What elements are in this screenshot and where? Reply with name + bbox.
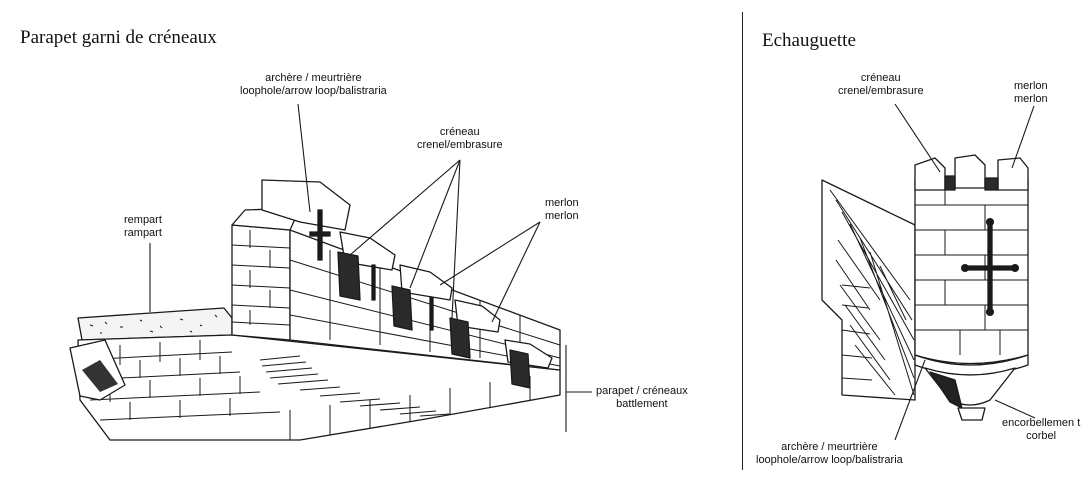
left-panel-title: Parapet garni de créneaux bbox=[20, 27, 217, 48]
leader-merlon-1 bbox=[439, 221, 541, 286]
label-parapet: parapet / créneaux battlement bbox=[596, 385, 688, 411]
label-merlon-left-fr: merlon bbox=[545, 197, 579, 209]
label-parapet-en: battlement bbox=[616, 398, 668, 410]
rampart-walkway-texture bbox=[89, 314, 218, 334]
label-archere-right: archère / meurtrière loophole/arrow loop… bbox=[756, 441, 903, 467]
merlon-1 bbox=[261, 179, 351, 231]
label-creneau-left: créneau crenel/embrasure bbox=[417, 126, 503, 152]
bartizan-wall bbox=[821, 179, 916, 401]
turret-merlon-3 bbox=[997, 157, 1029, 191]
label-archere-right-fr: archère / meurtrière bbox=[781, 441, 878, 453]
leader-turret-archere bbox=[894, 359, 926, 441]
cross-arrow-loop-end-right bbox=[1010, 263, 1020, 273]
label-archere-left: archère / meurtrière loophole/arrow loop… bbox=[240, 72, 387, 98]
label-creneau-right-fr: créneau bbox=[860, 72, 901, 84]
turret-merlon-1 bbox=[914, 157, 946, 191]
crenel-opening-2 bbox=[391, 285, 413, 331]
parapet-tower-courses bbox=[231, 230, 291, 326]
label-creneau-right: créneau crenel/embrasure bbox=[838, 72, 924, 98]
label-rempart: rempart rampart bbox=[124, 214, 162, 240]
lower-wall-courses bbox=[79, 340, 281, 421]
label-rempart-en: rampart bbox=[124, 227, 162, 239]
label-encorbellement-fr: encorbellemen t bbox=[1002, 417, 1081, 429]
turret-merlon-2 bbox=[954, 154, 986, 189]
leader-archere bbox=[297, 103, 311, 213]
label-merlon-right-fr: merlon bbox=[1014, 80, 1048, 92]
right-panel-title: Echauguette bbox=[762, 30, 856, 51]
crenel-opening-1 bbox=[337, 251, 361, 301]
label-archere-left-en: loophole/arrow loop/balistraria bbox=[240, 85, 387, 97]
crenel-opening-3 bbox=[449, 317, 471, 359]
label-rempart-fr: rempart bbox=[124, 214, 162, 226]
label-merlon-right-en: merlon bbox=[1014, 93, 1048, 105]
panel-divider bbox=[742, 12, 744, 470]
label-creneau-left-fr: créneau bbox=[439, 126, 480, 138]
corner-stone-shade bbox=[82, 360, 118, 392]
leader-creneau-1 bbox=[349, 159, 461, 256]
arrow-loop-1 bbox=[309, 209, 331, 261]
turret-body bbox=[914, 179, 1029, 365]
label-merlon-right: merlon merlon bbox=[1014, 80, 1048, 106]
turret-crenel-1 bbox=[944, 175, 956, 191]
leader-turret-creneau bbox=[894, 103, 941, 173]
label-merlon-left: merlon merlon bbox=[545, 197, 579, 223]
cross-arrow-loop-end-bottom bbox=[985, 307, 995, 317]
cross-arrow-loop-end-left bbox=[960, 263, 970, 273]
label-parapet-fr: parapet / créneaux bbox=[596, 385, 688, 397]
turret-crenel-2 bbox=[984, 177, 999, 191]
leader-encorbellement bbox=[994, 399, 1036, 419]
leader-creneau-2 bbox=[409, 159, 461, 289]
leader-creneau-3 bbox=[451, 159, 461, 319]
label-encorbellement: encorbellemen t corbel bbox=[1002, 417, 1080, 443]
label-archere-right-en: loophole/arrow loop/balistraria bbox=[756, 454, 903, 466]
leader-merlon-2 bbox=[491, 221, 541, 323]
bartizan-wall-courses bbox=[841, 284, 873, 381]
bartizan-wall-hatch bbox=[829, 189, 915, 396]
label-encorbellement-en: corbel bbox=[1026, 430, 1057, 442]
label-creneau-right-en: crenel/embrasure bbox=[838, 85, 924, 97]
lower-wall bbox=[77, 334, 561, 441]
label-archere-left-fr: archère / meurtrière bbox=[265, 72, 362, 84]
label-creneau-left-en: crenel/embrasure bbox=[417, 139, 503, 151]
shadow-hatching bbox=[259, 355, 451, 417]
cross-arrow-loop-end-top bbox=[985, 217, 995, 227]
arrow-loop-3 bbox=[429, 297, 434, 331]
arrow-loop-2 bbox=[371, 264, 376, 301]
leader-turret-merlon bbox=[1011, 105, 1035, 169]
corbel-tail bbox=[957, 407, 986, 421]
crenel-opening-4 bbox=[509, 349, 531, 389]
lower-wall-blocks bbox=[289, 376, 531, 440]
label-merlon-left-en: merlon bbox=[545, 210, 579, 222]
